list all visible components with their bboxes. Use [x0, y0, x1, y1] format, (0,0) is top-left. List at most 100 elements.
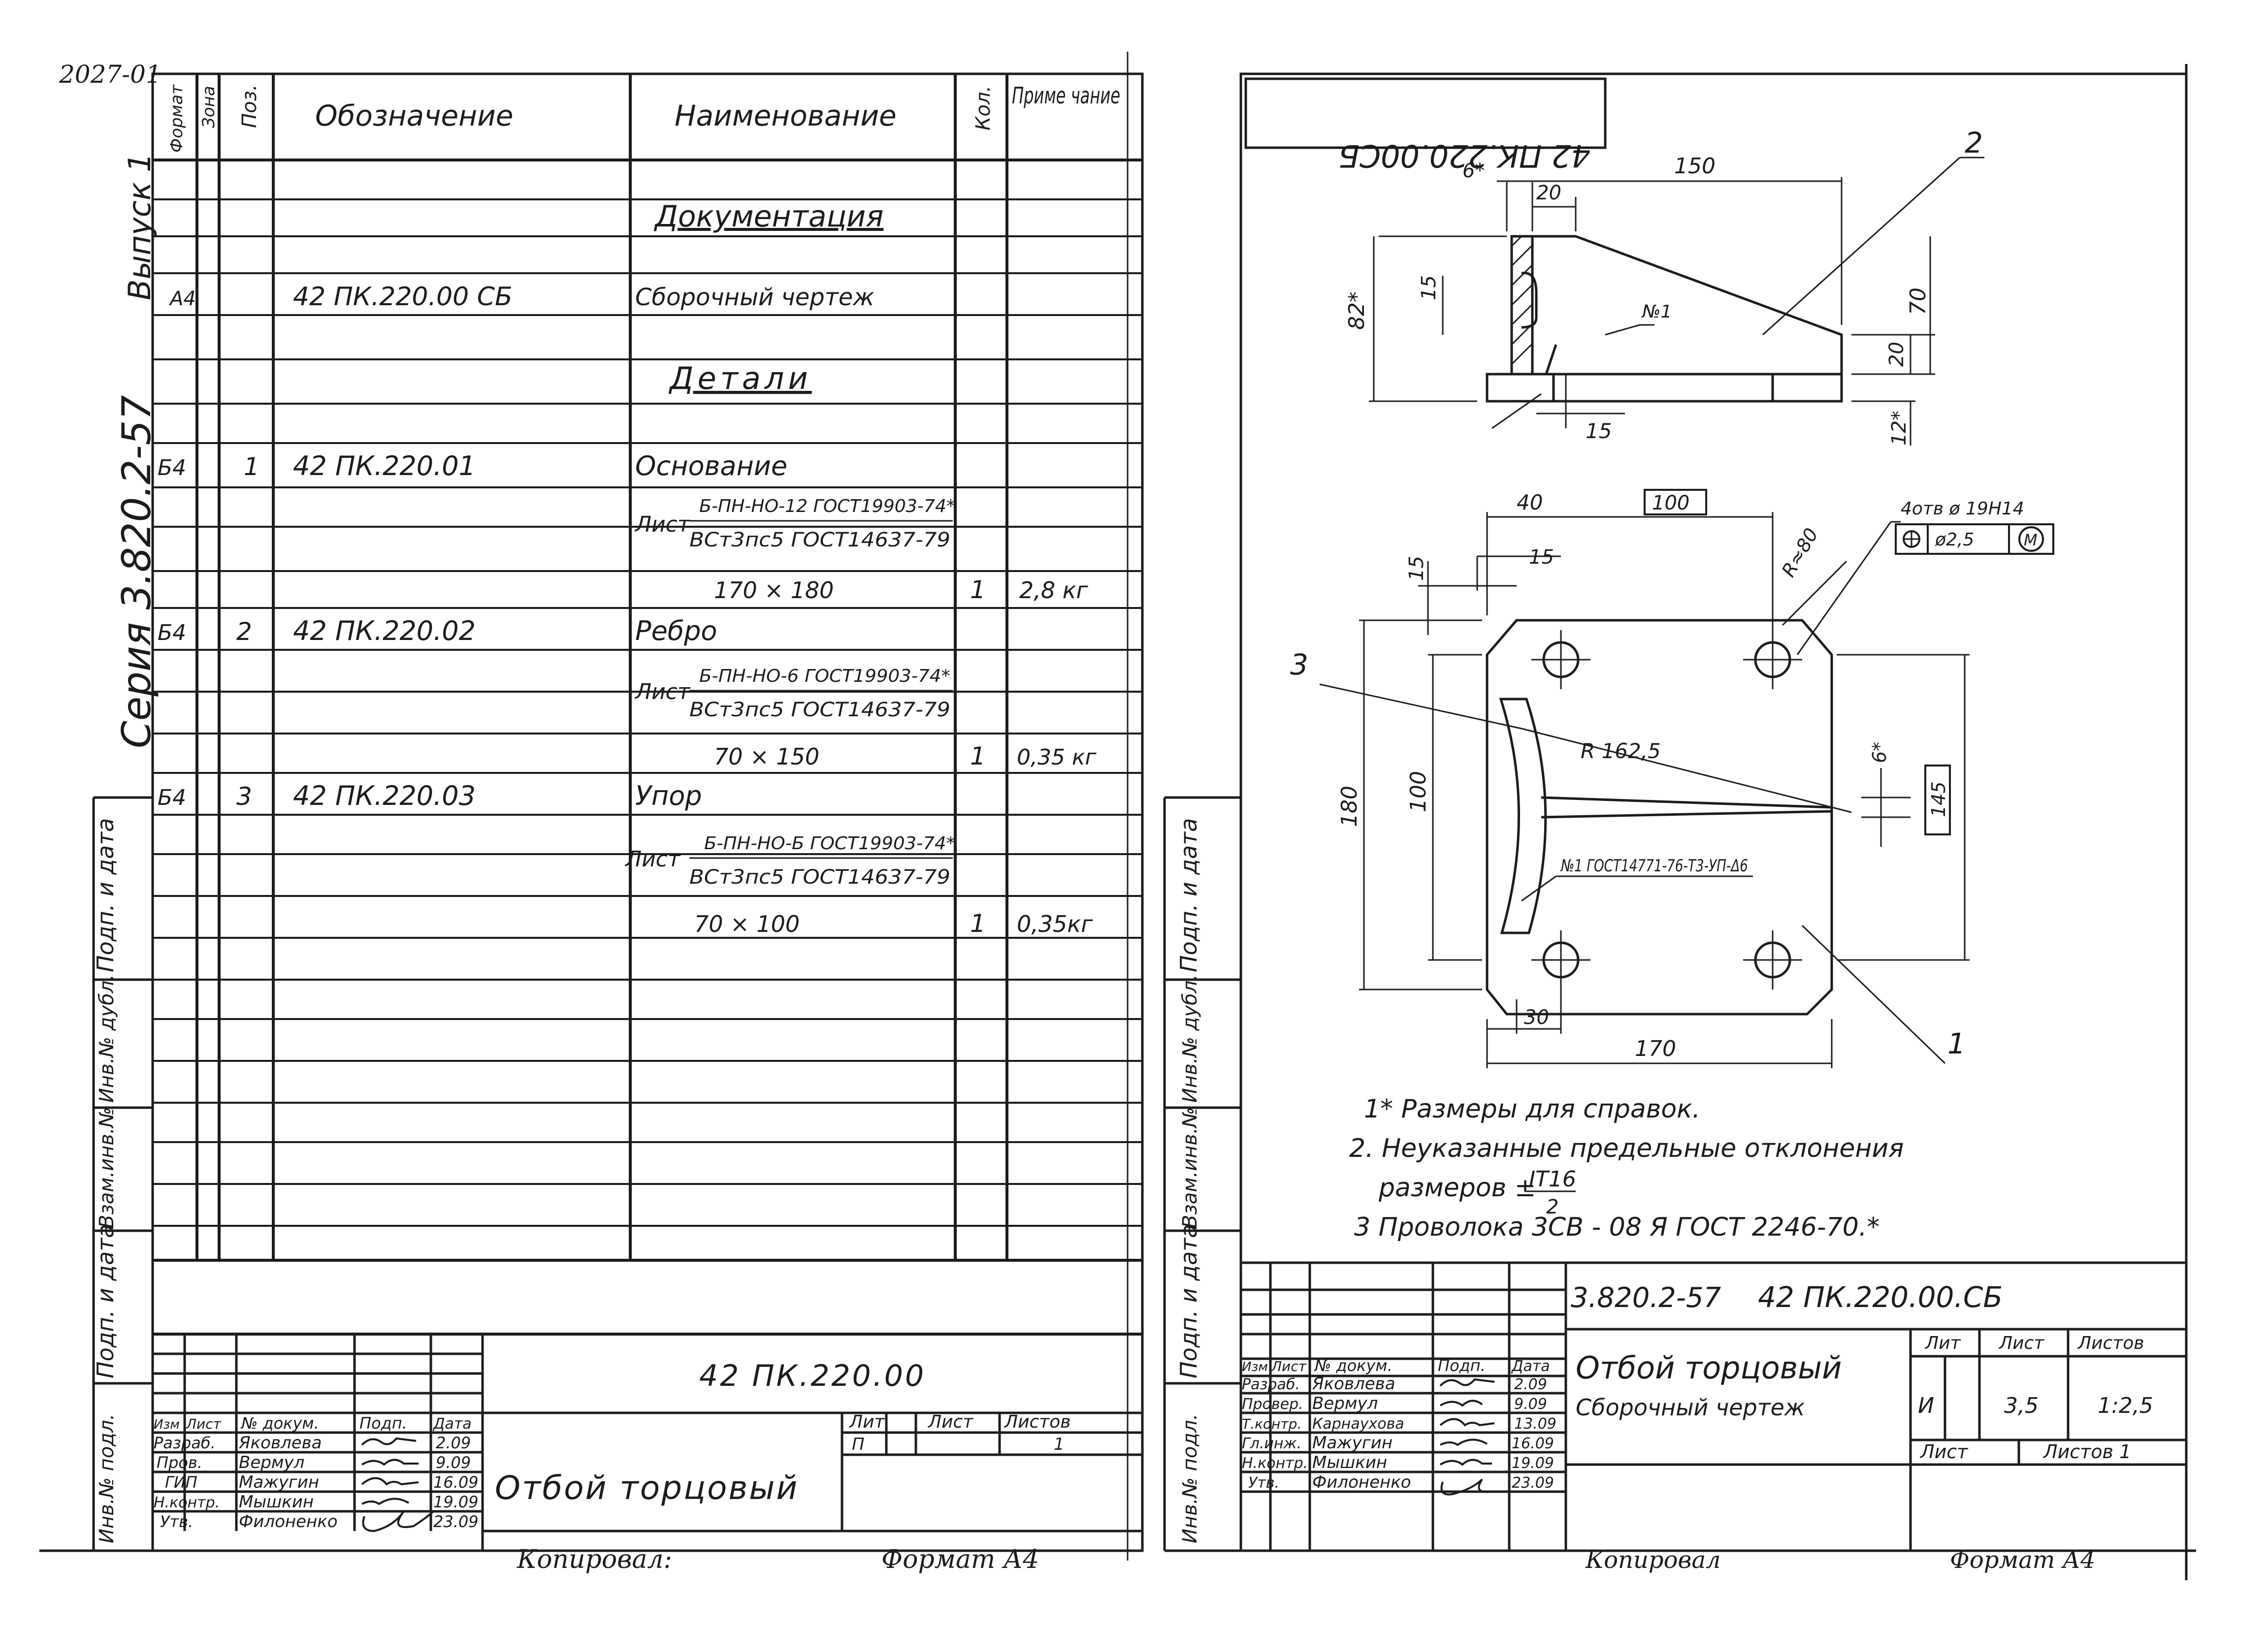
p3-pos: 3 — [236, 782, 252, 811]
header-name: Наименование — [675, 99, 897, 132]
asm-code: 42 ПК.220.00 СБ — [293, 282, 513, 312]
note-1: 1* Размеры для справок. — [1364, 1094, 1700, 1124]
callout-2: 2 — [1965, 126, 1983, 160]
dim-70: 70 — [1906, 287, 1931, 315]
plan-view — [1319, 489, 2054, 1068]
left-p4-role: Утв. — [160, 1512, 193, 1531]
left-tb-sheets-label: Листов — [1004, 1412, 1070, 1432]
section-details: Детали — [668, 360, 812, 396]
base-plate-section — [1486, 373, 1843, 403]
dim-15b: 15 — [1586, 419, 1612, 443]
left-p4-date: 23.09 — [433, 1512, 479, 1531]
right-p2-date: 13.09 — [1514, 1415, 1556, 1433]
series-label: Серия 3.820.2-57 — [114, 395, 160, 748]
top-stamp-box — [1244, 77, 1607, 149]
asm-format: А4 — [168, 287, 196, 310]
right-side-sign-date: Подп. и дата — [1175, 818, 1202, 972]
left-p2-name: Мажугин — [239, 1472, 319, 1492]
dim-100: 100 — [1406, 771, 1431, 812]
right-p4-role: Н.контр. — [1242, 1455, 1308, 1472]
note-2b: размеров ± — [1378, 1173, 1536, 1203]
p2-name: Ребро — [635, 615, 717, 646]
callout-3: 3 — [1290, 648, 1308, 681]
p3-mat-word: Лист — [624, 847, 681, 872]
weld-mark-1: №1 — [1641, 302, 1672, 322]
left-tb-head-date: Дата — [432, 1415, 472, 1433]
dim-145-box — [1924, 765, 1951, 835]
dim-30: 30 — [1524, 1006, 1549, 1029]
right-side-vzam: Взам.инв.№ — [1179, 1107, 1201, 1228]
weld-mark-2: №1 ГОСТ14771-76-Т3-УП-Δ6 — [1560, 856, 1748, 876]
issue-label: Выпуск 1 — [122, 153, 158, 300]
left-copied: Копировал: — [517, 1545, 672, 1574]
dim-100-boxed: 100 — [1652, 492, 1689, 514]
left-tb-designation: 42 ПК.220.00 — [699, 1359, 926, 1393]
header-pos: Поз. — [238, 84, 261, 128]
left-p3-name: Мышкин — [239, 1492, 314, 1512]
p1-mat-word: Лист — [634, 512, 691, 537]
elevation-view — [1369, 157, 1984, 446]
base-plate-plan — [1486, 619, 1833, 1016]
left-side-inv-podl: Инв.№ подл. — [96, 1414, 118, 1543]
right-p3-role: Гл.инж. — [1242, 1435, 1301, 1452]
left-tb-head-list: Лист — [186, 1416, 222, 1432]
left-tb-title: Отбой торцовый — [495, 1469, 799, 1507]
p2-code: 42 ПК.220.02 — [293, 615, 476, 646]
callout-1: 1 — [1947, 1027, 1966, 1060]
left-tb-lit-label: Лит — [848, 1412, 885, 1432]
right-tb-mass-label: Лист — [1998, 1333, 2044, 1353]
right-tb-lit-label: Лит — [1924, 1333, 1961, 1353]
left-p0-role: Разраб. — [154, 1434, 216, 1452]
note-3: 3 Проволока 3СВ - 08 Я ГОСТ 2246-70.* — [1354, 1213, 1879, 1242]
right-p4-date: 19.09 — [1512, 1455, 1554, 1472]
right-p1-date: 9.09 — [1514, 1396, 1547, 1413]
dim-20a: 20 — [1536, 182, 1561, 204]
left-p4-name: Филоненко — [239, 1512, 338, 1532]
right-tb-sheet-label: Лист — [1919, 1441, 1969, 1463]
dim-180: 180 — [1337, 786, 1362, 827]
right-side-inv-dubl: Инв.№ дубл. — [1179, 974, 1201, 1103]
p2-mat-word: Лист — [634, 679, 691, 704]
asm-name: Сборочный чертеж — [635, 284, 875, 311]
left-side-sign-date: Подп. и дата — [92, 818, 119, 972]
header-qty: Кол. — [972, 86, 995, 130]
left-p3-date: 19.09 — [433, 1493, 479, 1511]
p3-size: 70 × 100 — [694, 911, 800, 937]
left-p1-role: Пров. — [157, 1453, 202, 1472]
page-code: 2027-01 — [59, 60, 162, 89]
right-p3-name: Мажугин — [1312, 1433, 1393, 1453]
right-p3-date: 16.09 — [1512, 1435, 1554, 1452]
p1-pos: 1 — [244, 452, 259, 481]
left-tb-head-izm: Изм — [154, 1417, 180, 1432]
p2-qty: 1 — [970, 742, 986, 770]
p1-qty: 1 — [970, 575, 986, 604]
right-p5-role: Утв. — [1248, 1474, 1279, 1492]
left-sheet — [39, 72, 1144, 1552]
p3-mass: 0,35кг — [1017, 911, 1093, 937]
left-p1-name: Вермул — [239, 1453, 304, 1472]
left-p0-name: Яковлева — [238, 1433, 322, 1453]
dim-15c: 15 — [1529, 546, 1554, 569]
dim-6b: 6* — [1869, 742, 1890, 763]
right-tb-head-izm: Изм — [1242, 1360, 1268, 1374]
header-format: Формат — [167, 84, 187, 153]
dim-40: 40 — [1517, 490, 1543, 514]
right-format: Формат А4 — [1950, 1546, 2096, 1574]
right-p1-name: Вермул — [1312, 1394, 1378, 1413]
p2-size: 70 × 150 — [714, 743, 819, 770]
top-stamp: 42 ПК.220.00СБ — [1338, 138, 1590, 174]
dim-100-box — [1644, 489, 1707, 515]
header-zone: Зона — [199, 86, 219, 128]
p3-name: Упор — [635, 780, 702, 811]
right-sheet-text: Подп. и дата Инв.№ дубл. Взам.инв.№ Подп… — [1175, 126, 2153, 1574]
right-tb-head-date: Дата — [1511, 1358, 1550, 1375]
p3-code: 42 ПК.220.03 — [293, 780, 476, 811]
pos-modifier: M — [2024, 531, 2038, 549]
right-tb-head-sign: Подп. — [1438, 1356, 1486, 1375]
pos-tolerance: ø2,5 — [1935, 530, 1974, 550]
dim-12: 12* — [1888, 411, 1911, 446]
right-tb-title: Отбой торцовый — [1576, 1350, 1842, 1386]
left-p2-date: 16.09 — [433, 1473, 479, 1492]
p3-qty: 1 — [970, 909, 986, 938]
